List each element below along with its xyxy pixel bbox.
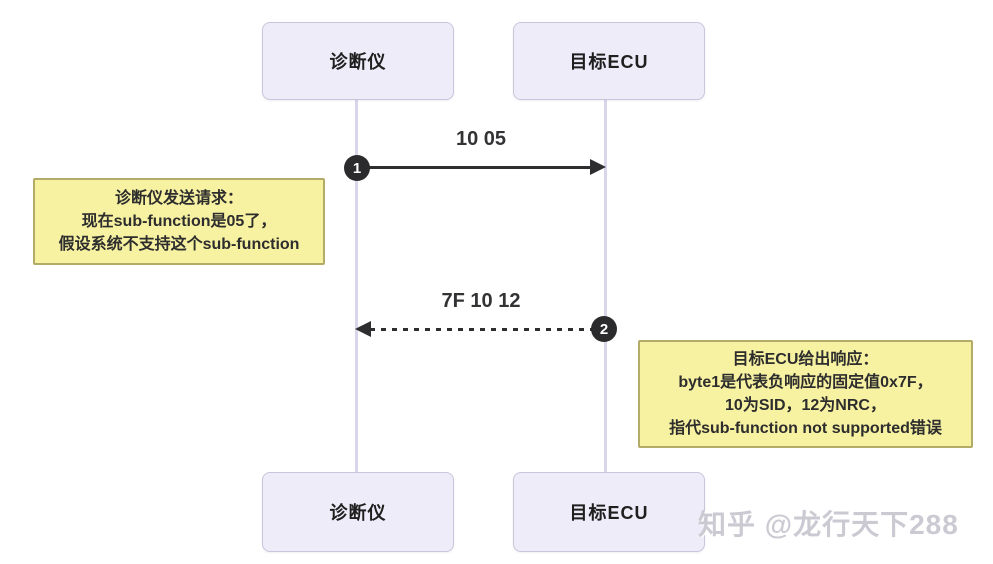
note-request-explanation: 诊断仪发送请求： 现在sub-function是05了， 假设系统不支持这个su… xyxy=(33,178,325,265)
message-1-label: 10 05 xyxy=(455,128,507,150)
actor-box-ecu-bottom: 目标ECU xyxy=(513,472,705,552)
note-line: 诊断仪发送请求： xyxy=(114,190,243,207)
message-2-line xyxy=(370,328,592,331)
actor-label-ecu-top: 目标ECU xyxy=(569,52,649,72)
actor-label-diagnostic-bottom: 诊断仪 xyxy=(329,503,387,523)
actor-box-diagnostic-bottom: 诊断仪 xyxy=(262,472,454,552)
actor-box-ecu-top: 目标ECU xyxy=(513,22,705,100)
message-2-label: 7F 10 12 xyxy=(441,290,521,312)
lifeline-diagnostic-tool xyxy=(355,98,358,472)
note-response-explanation: 目标ECU给出响应： byte1是代表负响应的固定值0x7F， 10为SID，1… xyxy=(638,340,973,448)
note-line: 指代sub-function not supported错误 xyxy=(669,420,942,437)
note-line: 假设系统不支持这个sub-function xyxy=(58,236,300,253)
message-2-arrowhead-icon xyxy=(355,321,371,337)
actor-box-diagnostic-top: 诊断仪 xyxy=(262,22,454,100)
note-line: byte1是代表负响应的固定值0x7F， xyxy=(678,374,933,391)
note-line: 现在sub-function是05了， xyxy=(81,213,277,230)
message-2-sequence-badge: 2 xyxy=(591,316,617,342)
note-line: 10为SID，12为NRC， xyxy=(725,397,886,414)
note-line: 目标ECU给出响应： xyxy=(732,351,879,368)
message-1-line xyxy=(357,166,592,169)
actor-label-diagnostic-top: 诊断仪 xyxy=(329,52,387,72)
lifeline-target-ecu xyxy=(604,98,607,472)
actor-label-ecu-bottom: 目标ECU xyxy=(569,503,649,523)
message-1-sequence-badge: 1 xyxy=(344,155,370,181)
message-1-arrowhead-icon xyxy=(590,159,606,175)
zhihu-watermark: 知乎 @龙行天下288 xyxy=(698,509,959,540)
